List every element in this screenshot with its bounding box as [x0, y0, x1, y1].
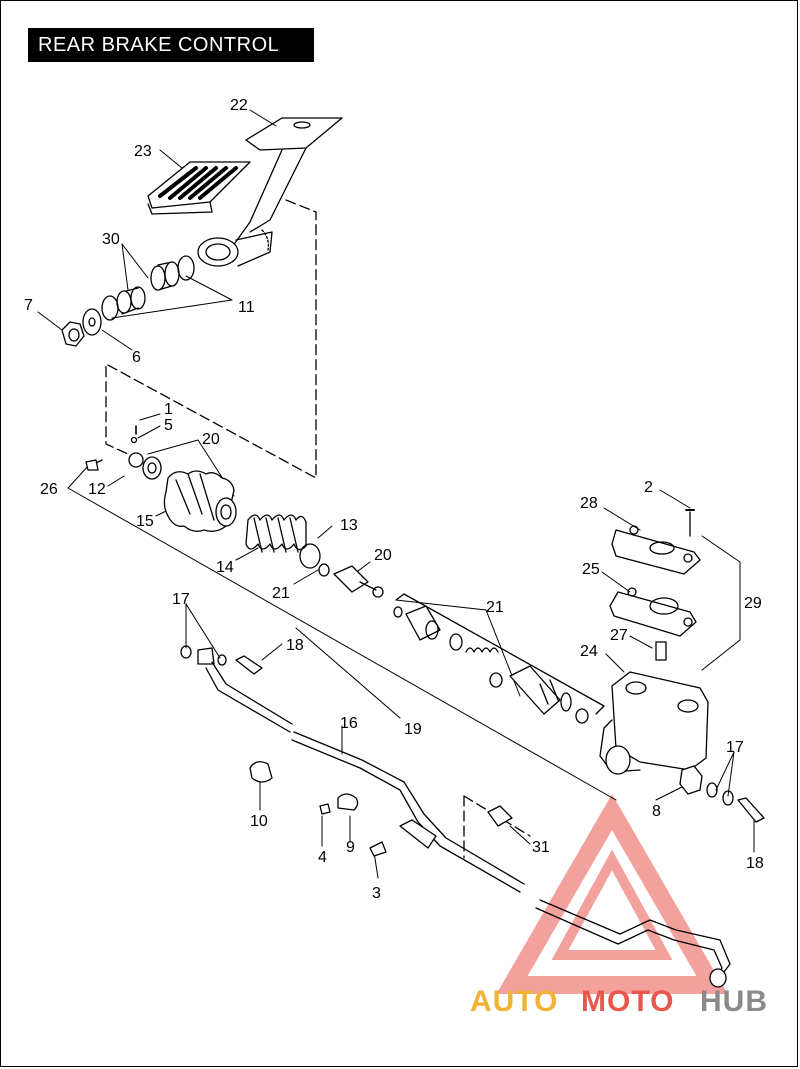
callout-20a: 20	[202, 431, 220, 448]
brake-lines	[180, 645, 731, 988]
callout-4: 4	[318, 849, 327, 866]
callout-5: 5	[164, 417, 173, 434]
watermark-logo	[496, 794, 728, 994]
callout-22: 22	[230, 97, 248, 114]
callout-11: 11	[238, 299, 255, 316]
pivot-bushings	[61, 255, 195, 347]
callout-7: 7	[24, 297, 33, 314]
callout-21b: 21	[486, 599, 504, 616]
callout-27: 27	[610, 627, 628, 644]
watermark-text-auto: AUTO	[470, 985, 559, 1018]
callout-29: 29	[744, 595, 762, 612]
callout-24: 24	[580, 643, 598, 660]
callout-13: 13	[340, 517, 358, 534]
callout-14: 14	[216, 559, 234, 576]
leader-lines	[37, 109, 755, 879]
callout-26: 26	[40, 481, 58, 498]
callout-30: 30	[102, 231, 120, 248]
callout-17b: 17	[726, 739, 744, 756]
watermark-text-moto: MOTO	[581, 985, 675, 1018]
callout-15: 15	[136, 513, 154, 530]
callout-6: 6	[132, 349, 141, 366]
cylinder-internals	[393, 593, 605, 724]
callout-31: 31	[532, 839, 550, 856]
brake-pedal	[147, 117, 343, 267]
watermark-text-hub: HUB	[700, 985, 768, 1018]
callout-17a: 17	[172, 591, 190, 608]
callout-16: 16	[340, 715, 358, 732]
master-cylinder-body	[599, 671, 765, 823]
callout-2: 2	[644, 479, 653, 496]
reservoir-cover	[609, 509, 701, 661]
callout-20b: 20	[374, 547, 392, 564]
assembly-dashed-lines	[105, 199, 531, 859]
callout-25: 25	[582, 561, 600, 578]
callout-8: 8	[652, 803, 661, 820]
callout-23: 23	[134, 143, 152, 160]
callout-28: 28	[580, 495, 598, 512]
callout-18b: 18	[746, 855, 764, 872]
callout-9: 9	[346, 839, 355, 856]
callout-labels: 1 2 3 4 5 6 7 8 9 10 11 12 13 14 15 16 1…	[24, 97, 764, 902]
callout-21a: 21	[272, 585, 290, 602]
callout-12: 12	[88, 481, 106, 498]
pushrod-assembly	[85, 425, 384, 598]
callout-1: 1	[164, 401, 173, 418]
callout-3: 3	[372, 885, 381, 902]
callout-19: 19	[404, 721, 422, 738]
page-title: REAR BRAKE CONTROL	[28, 28, 314, 62]
callout-10: 10	[250, 813, 268, 830]
callout-18a: 18	[286, 637, 304, 654]
